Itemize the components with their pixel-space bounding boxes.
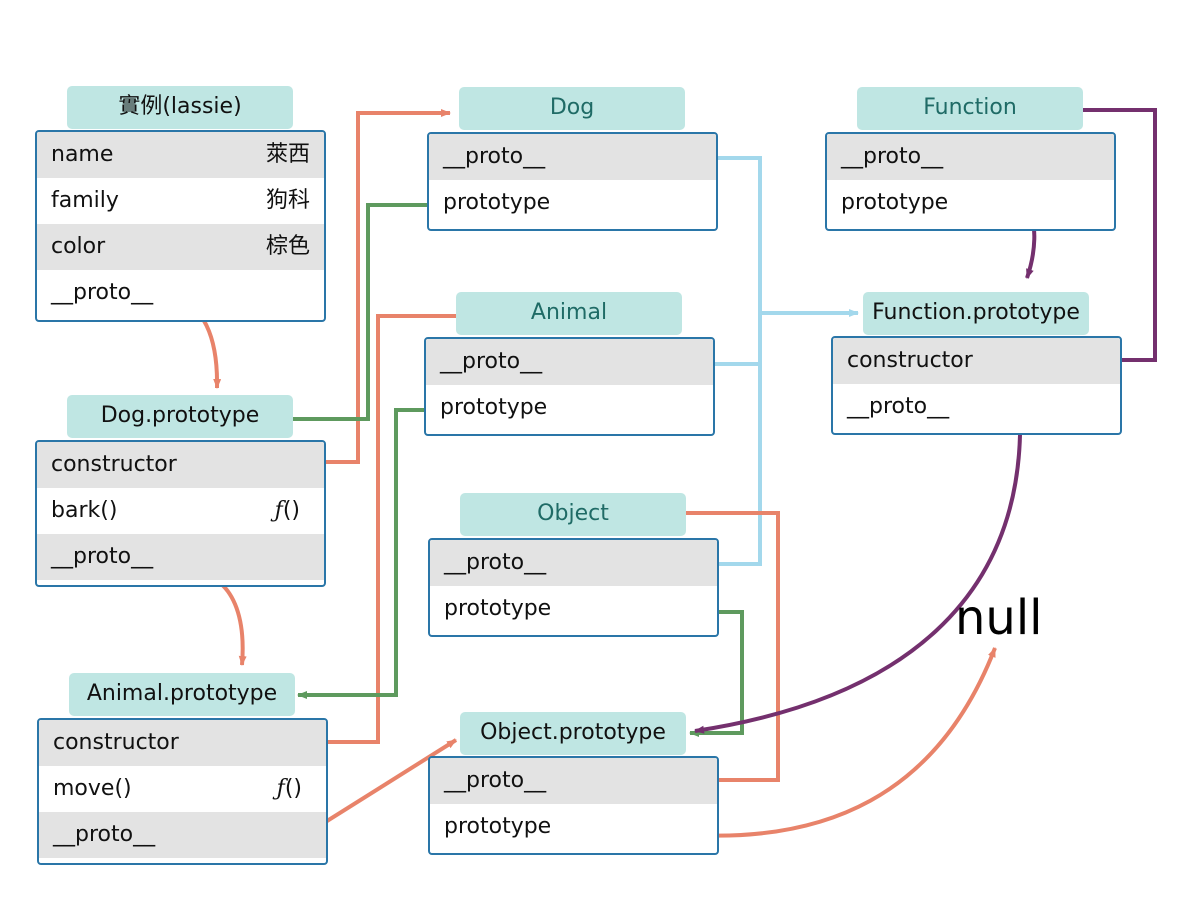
row-value: 萊西 [265,142,310,167]
row-label: name [51,142,114,167]
dog-prototype-box: constructor bark() ƒ() __proto__ [35,440,326,587]
object-row-prototype: prototype [430,586,717,632]
function-f: ƒ [274,498,283,523]
dog-box: __proto__ prototype [427,132,718,231]
dog-prototype-row-proto: __proto__ [37,534,324,580]
dog-row-proto: __proto__ [429,134,716,180]
lassie-row-proto: __proto__ [37,270,324,316]
animal-row-prototype: prototype [426,385,713,431]
row-label: bark() [51,498,118,523]
dog-prototype-header: Dog.prototype [67,395,293,438]
object-header: Object [460,493,686,536]
row-label: family [51,188,119,213]
object-row-proto: __proto__ [430,540,717,586]
function-prototype-header: Function.prototype [863,292,1089,335]
object-box: __proto__ prototype [428,538,719,637]
function-parens: () [284,776,302,801]
animal-prototype-row-move: move() ƒ() [39,766,326,812]
lassie-header: 實例(lassie) [67,86,293,129]
object-prototype-row-proto: __proto__ [430,758,717,804]
animal-row-proto: __proto__ [426,339,713,385]
row-label: color [51,234,106,259]
dog-row-prototype: prototype [429,180,716,226]
row-label: prototype [440,395,548,420]
row-label: __proto__ [444,550,547,575]
object-prototype-box: __proto__ prototype [428,756,719,855]
row-label: constructor [51,452,177,477]
function-header: Function [857,87,1083,130]
row-label: __proto__ [443,144,546,169]
animal-prototype-row-proto: __proto__ [39,812,326,858]
lassie-row-color: color 棕色 [37,224,324,270]
row-label: __proto__ [444,768,547,793]
lassie-row-family: family 狗科 [37,178,324,224]
object-prototype-header: Object.prototype [460,712,686,755]
function-parens: () [282,498,300,523]
row-value: 狗科 [265,188,310,213]
row-label: move() [53,776,132,801]
function-prototype-row-proto: __proto__ [833,384,1120,430]
row-value: 棕色 [265,234,310,259]
row-label: __proto__ [51,544,154,569]
arrow-function-prototype-proto-to-object-prototype [694,413,1023,734]
null-label: null [955,590,1043,646]
function-symbol: ƒ() [277,766,302,812]
animal-box: __proto__ prototype [424,337,715,436]
lassie-box: name 萊西 family 狗科 color 棕色 __proto__ [35,130,326,322]
animal-prototype-header: Animal.prototype [69,673,295,716]
dog-prototype-row-bark: bark() ƒ() [37,488,324,534]
object-prototype-row-prototype: prototype [430,804,717,850]
function-symbol: ƒ() [275,488,300,534]
row-label: prototype [444,814,552,839]
row-label: __proto__ [440,349,543,374]
function-row-proto: __proto__ [827,134,1114,180]
row-label: __proto__ [53,822,156,847]
row-label: __proto__ [847,394,950,419]
function-box: __proto__ prototype [825,132,1116,231]
animal-prototype-row-constructor: constructor [39,720,326,766]
row-label: __proto__ [51,280,154,305]
function-f: ƒ [276,776,285,801]
row-label: prototype [443,190,551,215]
function-row-prototype: prototype [827,180,1114,226]
function-prototype-box: constructor __proto__ [831,336,1122,435]
animal-header: Animal [456,292,682,335]
row-label: __proto__ [841,144,944,169]
animal-prototype-box: constructor move() ƒ() __proto__ [37,718,328,865]
dog-header: Dog [459,87,685,130]
row-label: constructor [847,348,973,373]
row-label: prototype [444,596,552,621]
lassie-row-name: name 萊西 [37,132,324,178]
row-label: prototype [841,190,949,215]
function-prototype-row-constructor: constructor [833,338,1120,384]
dog-prototype-row-constructor: constructor [37,442,324,488]
row-label: constructor [53,730,179,755]
